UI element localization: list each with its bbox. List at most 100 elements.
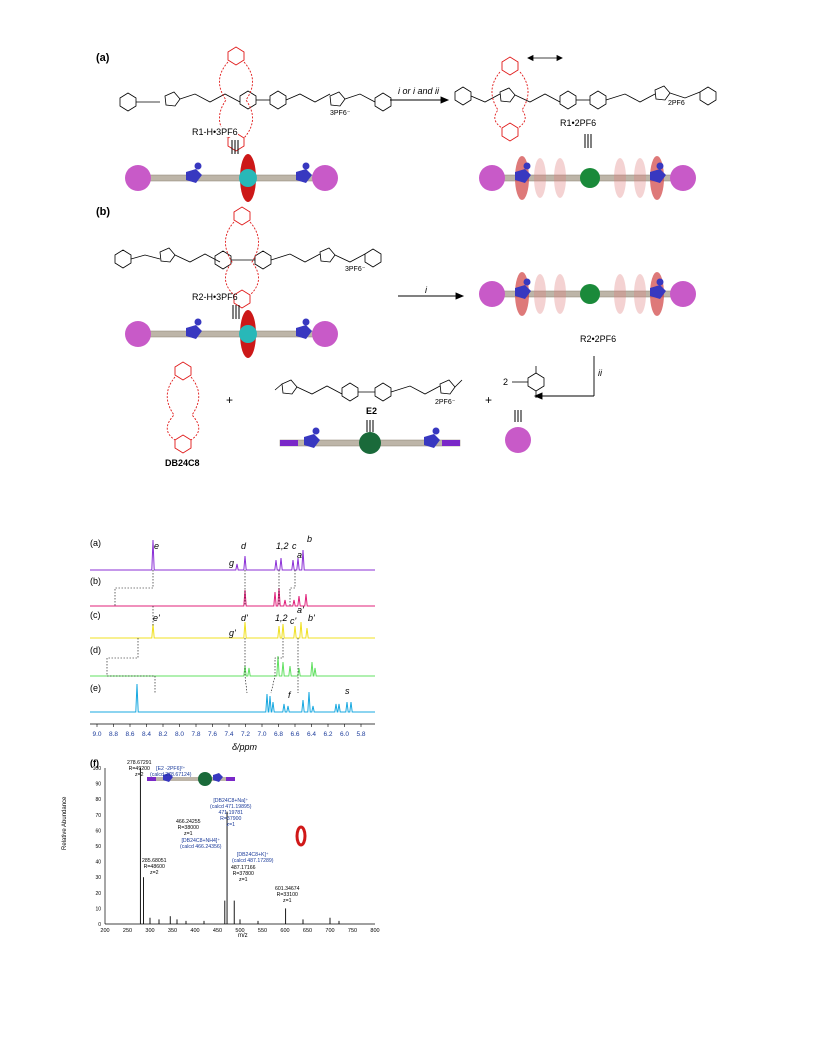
r2h-structure — [114, 247, 382, 270]
plus-2: + — [485, 393, 493, 407]
ms-xtick-label: 650 — [303, 928, 312, 934]
r1h-cartoon — [125, 154, 338, 202]
peak-d: d — [241, 541, 247, 551]
stopper-ball — [505, 427, 531, 453]
ms-e2-inset — [147, 772, 235, 786]
ms-xtick-label: 250 — [123, 928, 132, 934]
nmr-trace-a — [90, 539, 375, 571]
peak-b-prime: b' — [308, 613, 315, 623]
peak-g: g — [229, 558, 235, 568]
ms-xtick-label: 300 — [145, 928, 154, 934]
r2-cartoon — [479, 272, 696, 316]
peak-d-prime: d' — [241, 613, 248, 623]
peak-12: 1,2 — [276, 541, 289, 551]
peak-b: b — [307, 534, 313, 544]
ms-annotation: [DB24C8+Na]⁺ (calcd 471.19895) 471.19781… — [210, 798, 252, 828]
peak-e: e — [154, 541, 160, 551]
r2h-cartoon — [125, 310, 338, 358]
peak-f: f — [288, 690, 291, 700]
nmr-tick-label: 7.8 — [191, 731, 200, 738]
r1-cartoon — [479, 156, 696, 200]
reaction-arrow-ii — [533, 356, 595, 400]
e2-name: E2 — [366, 406, 378, 416]
ms-axes — [104, 768, 375, 925]
nmr-tick-label: 9.0 — [92, 731, 101, 738]
ms-xlabel: m/z — [238, 933, 248, 939]
e2-cartoon — [279, 427, 461, 454]
ms-xtick-label: 200 — [100, 928, 109, 934]
r2h-name: R2-H•3PF6 — [192, 292, 238, 302]
ms-ytick-label: 50 — [95, 844, 101, 850]
nmr-tick-label: 6.8 — [274, 731, 283, 738]
peak-a-prime: a' — [297, 605, 304, 615]
ms-annotation: 278.67291 R=49200 z=2 — [127, 760, 152, 778]
peak-c-prime: c' — [290, 616, 297, 626]
e2-structure — [274, 379, 463, 402]
panel-a-label: (a) — [96, 52, 110, 64]
r1-structure — [454, 85, 717, 110]
reaction-arrow-b — [398, 292, 465, 300]
nmr-trace-d — [90, 655, 375, 677]
ms-ytick-label: 90 — [95, 782, 101, 788]
ms-ytick-label: 60 — [95, 828, 101, 834]
peak-c: c — [292, 541, 297, 551]
r1-name: R1•2PF6 — [560, 118, 597, 128]
ms-annotation: [DB24C8+NH4]⁺ (calcd 466.24356) — [180, 838, 222, 850]
arrow-a-label: i or i and ii — [398, 86, 440, 96]
ms-ytick-label: 10 — [95, 906, 101, 912]
nmr-tick-label: 6.2 — [323, 731, 332, 738]
peak-12-c: 1,2 — [275, 613, 288, 623]
ms-annotation: 601.34674 R=33100 z=1 — [275, 886, 300, 904]
stopper-coefficient: 2 — [503, 377, 509, 387]
peak-e-prime: e' — [153, 613, 160, 623]
pf6-4: 2PF6⁻ — [435, 399, 456, 406]
arrow-b-label: i — [425, 285, 427, 295]
ms-xtick-label: 700 — [325, 928, 334, 934]
ms-annotation: [DB24C8+K]⁺ (calcd 487.17289) — [232, 852, 274, 864]
nmr-trace-b — [90, 587, 375, 607]
db24c8-name: DB24C8 — [165, 458, 200, 468]
nmr-tick-label: 7.2 — [241, 731, 250, 738]
ms-xtick-label: 500 — [235, 928, 244, 934]
ms-xtick-label: 450 — [213, 928, 222, 934]
arrow-down-label: ii — [598, 368, 602, 378]
peak-a: a — [297, 550, 303, 560]
ms-chart: 0 10 20 30 40 50 60 70 80 90 100 200 250 300 350 400 45… — [93, 766, 380, 934]
pf6-1: 3PF6⁻ — [330, 110, 351, 117]
nmr-label-a: (a) — [90, 538, 101, 548]
ms-panel-label: (f) — [90, 758, 99, 768]
ms-ytick-label: 70 — [95, 813, 101, 819]
ms-annotation: 285.68051 R=48600 z=2 — [142, 858, 167, 876]
ms-xtick-label: 750 — [348, 928, 357, 934]
ms-ytick-label: 80 — [95, 797, 101, 803]
peak-s: s — [345, 686, 350, 696]
nmr-label-d: (d) — [90, 645, 101, 655]
nmr-tick-label: 5.8 — [356, 731, 365, 738]
pf6-3: 3PF6⁻ — [345, 266, 366, 273]
nmr-tick-label: 6.0 — [340, 731, 349, 738]
peak-g-prime: g' — [229, 628, 236, 638]
ms-ytick-label: 0 — [98, 922, 101, 928]
nmr-tick-label: 7.0 — [257, 731, 266, 738]
ms-annotation: 487.17166 R=37800 z=1 — [231, 865, 256, 883]
pf6-2: 2PF6 — [668, 100, 685, 107]
nmr-label-e: (e) — [90, 683, 101, 693]
ms-xtick-label: 550 — [258, 928, 267, 934]
ms-xtick-label: 400 — [190, 928, 199, 934]
r1-crown-ether — [491, 56, 529, 142]
nmr-trace-e — [90, 683, 375, 713]
ms-ytick-label: 20 — [95, 891, 101, 897]
ms-xtick-label: 600 — [280, 928, 289, 934]
ms-ytick-label: 30 — [95, 875, 101, 881]
nmr-label-b: (b) — [90, 576, 101, 586]
ms-ytick-label: 40 — [95, 860, 101, 866]
shuttle-arrow — [527, 54, 563, 62]
nmr-tick-label: 8.2 — [158, 731, 167, 738]
db24c8-structure — [166, 361, 200, 454]
nmr-label-c: (c) — [90, 610, 101, 620]
nmr-tick-label: 8.8 — [109, 731, 118, 738]
ms-ylabel: Relative Abundance — [62, 796, 68, 850]
ms-xtick-label: 800 — [370, 928, 379, 934]
ms-xtick-label: 350 — [168, 928, 177, 934]
ms-ytick-label: 100 — [93, 766, 102, 772]
